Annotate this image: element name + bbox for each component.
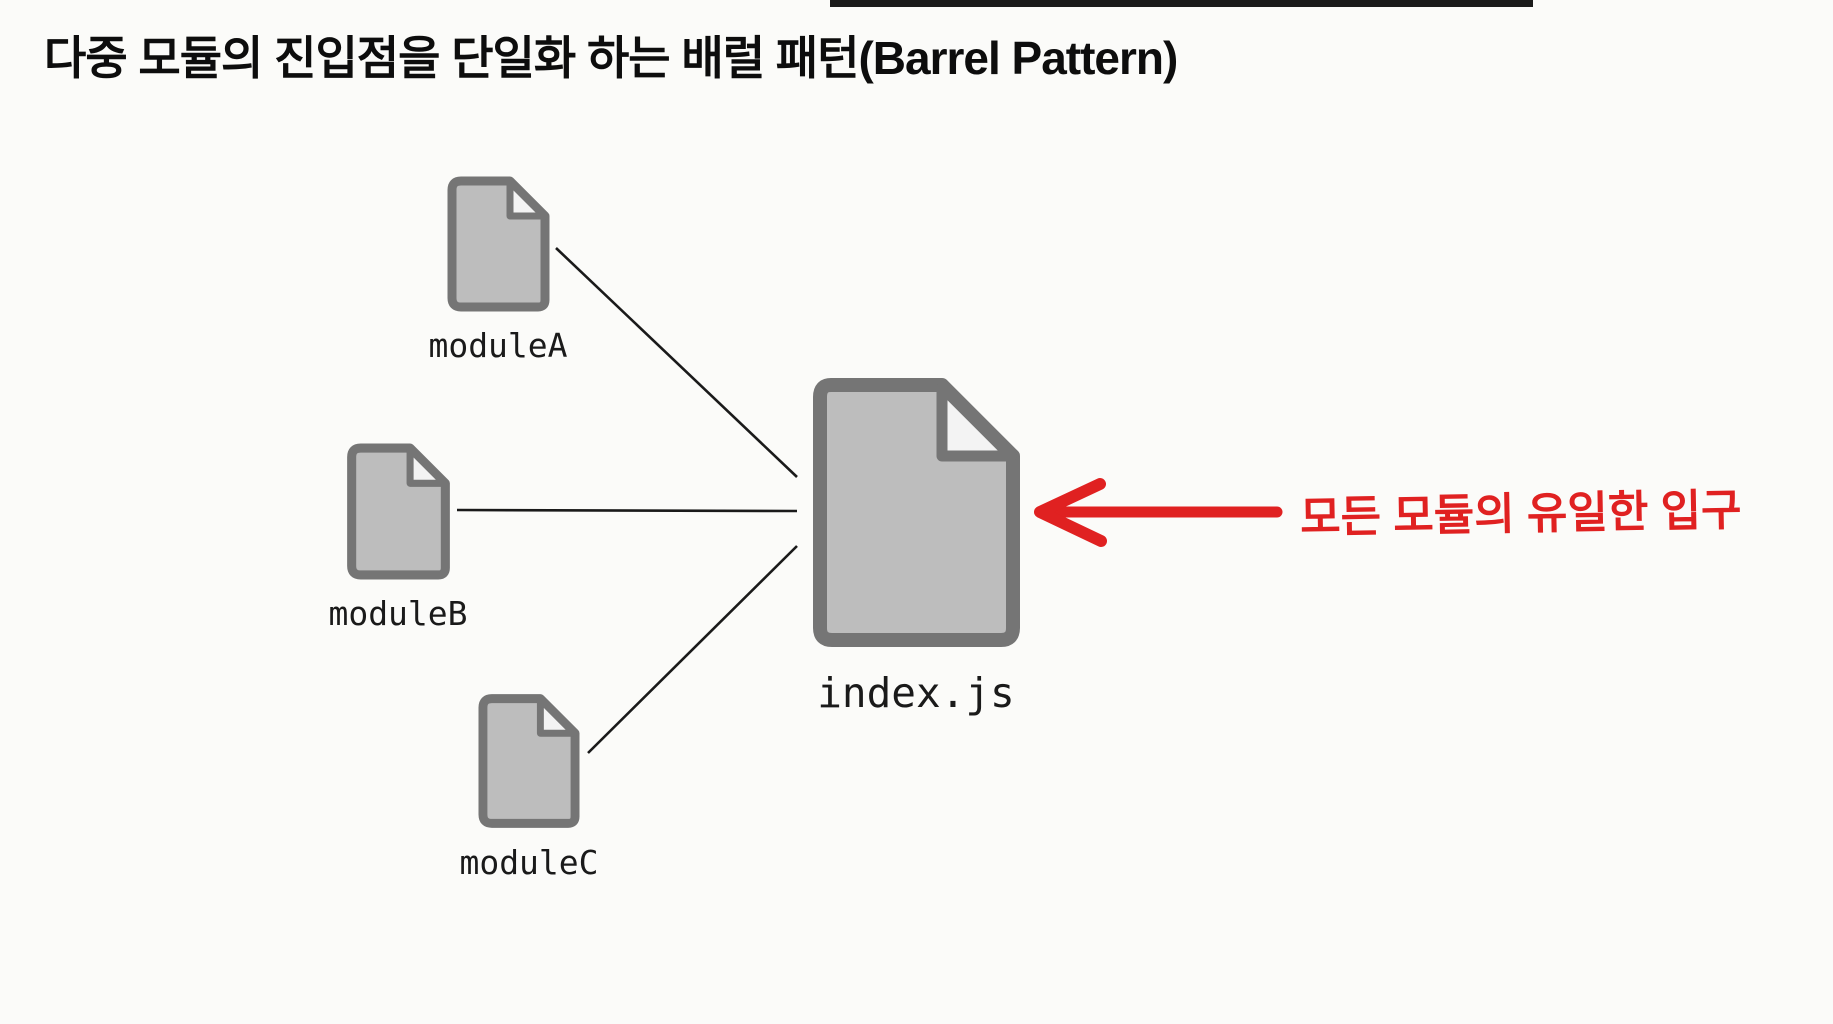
module-a-node: moduleA (388, 176, 608, 365)
file-icon (478, 694, 580, 828)
module-c-node: moduleC (419, 693, 639, 882)
barrel-label: index.js (817, 669, 1015, 717)
annotation-text: 모든 모듈의 유일한 입구 (1299, 485, 1742, 543)
module-c-label: moduleC (459, 843, 599, 882)
page-title: 다중 모듈의 진입점을 단일화 하는 배럴 패턴(Barrel Pattern) (44, 32, 1178, 84)
connection-line-module-b (456, 508, 798, 513)
file-icon (346, 443, 450, 580)
module-b-label: moduleB (328, 594, 468, 633)
top-edge-bar (830, 0, 1533, 7)
module-a-label: moduleA (428, 326, 568, 365)
barrel-node: index.js (776, 378, 1056, 717)
module-b-node: moduleB (288, 443, 508, 633)
file-icon (447, 176, 549, 312)
file-icon (812, 378, 1020, 647)
